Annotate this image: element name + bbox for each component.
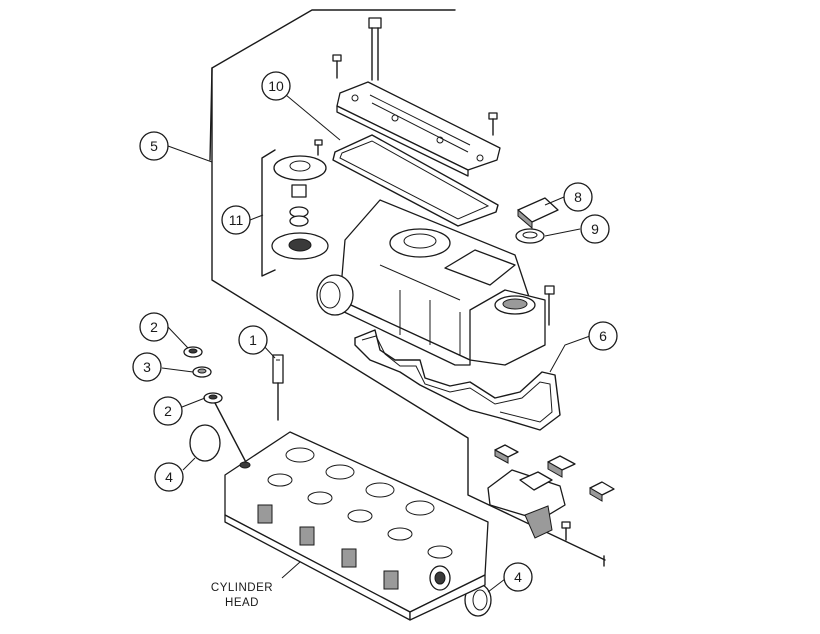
valve-cover-plate — [336, 81, 501, 177]
callout-4-left: 4 — [154, 462, 184, 492]
glow-plug — [272, 354, 284, 421]
long-bolt — [368, 17, 382, 81]
callout-6: 6 — [588, 321, 618, 351]
washers — [183, 346, 251, 471]
svg-text:4: 4 — [514, 569, 522, 585]
cover-gasket — [332, 134, 499, 227]
callout-11: 11 — [221, 205, 251, 235]
svg-text:6: 6 — [599, 328, 607, 344]
svg-text:10: 10 — [268, 78, 284, 94]
small-screws — [314, 54, 498, 156]
svg-text:4: 4 — [165, 469, 173, 485]
filler-bolt — [544, 285, 555, 326]
svg-text:5: 5 — [150, 138, 158, 154]
svg-text:1: 1 — [249, 332, 257, 348]
callout-5: 5 — [139, 131, 169, 161]
breather-assembly — [261, 149, 329, 277]
cylinder-head-caption: CYLINDER HEAD — [211, 582, 273, 609]
caption-line-1: CYLINDER — [211, 582, 273, 594]
rocker-cover — [316, 199, 546, 366]
callout-10: 10 — [261, 71, 291, 101]
svg-text:9: 9 — [591, 221, 599, 237]
svg-text:11: 11 — [229, 212, 244, 228]
oil-filler-cap — [515, 197, 559, 244]
cylinder-head — [224, 431, 489, 621]
svg-text:2: 2 — [150, 319, 158, 335]
caption-line-2: HEAD — [225, 597, 259, 609]
svg-text:2: 2 — [164, 403, 172, 419]
callout-1: 1 — [238, 325, 268, 355]
callout-9: 9 — [580, 214, 610, 244]
callout-2-lower: 2 — [153, 396, 183, 426]
callout-8: 8 — [563, 182, 593, 212]
svg-text:8: 8 — [574, 189, 582, 205]
svg-text:3: 3 — [143, 359, 151, 375]
callout-4-right: 4 — [503, 562, 533, 592]
rocker-cover-gasket — [354, 329, 561, 431]
assembly-boundary-outline — [209, 9, 606, 567]
callout-3: 3 — [132, 352, 162, 382]
callout-2-upper: 2 — [139, 312, 169, 342]
blocks-and-plate — [487, 444, 615, 541]
